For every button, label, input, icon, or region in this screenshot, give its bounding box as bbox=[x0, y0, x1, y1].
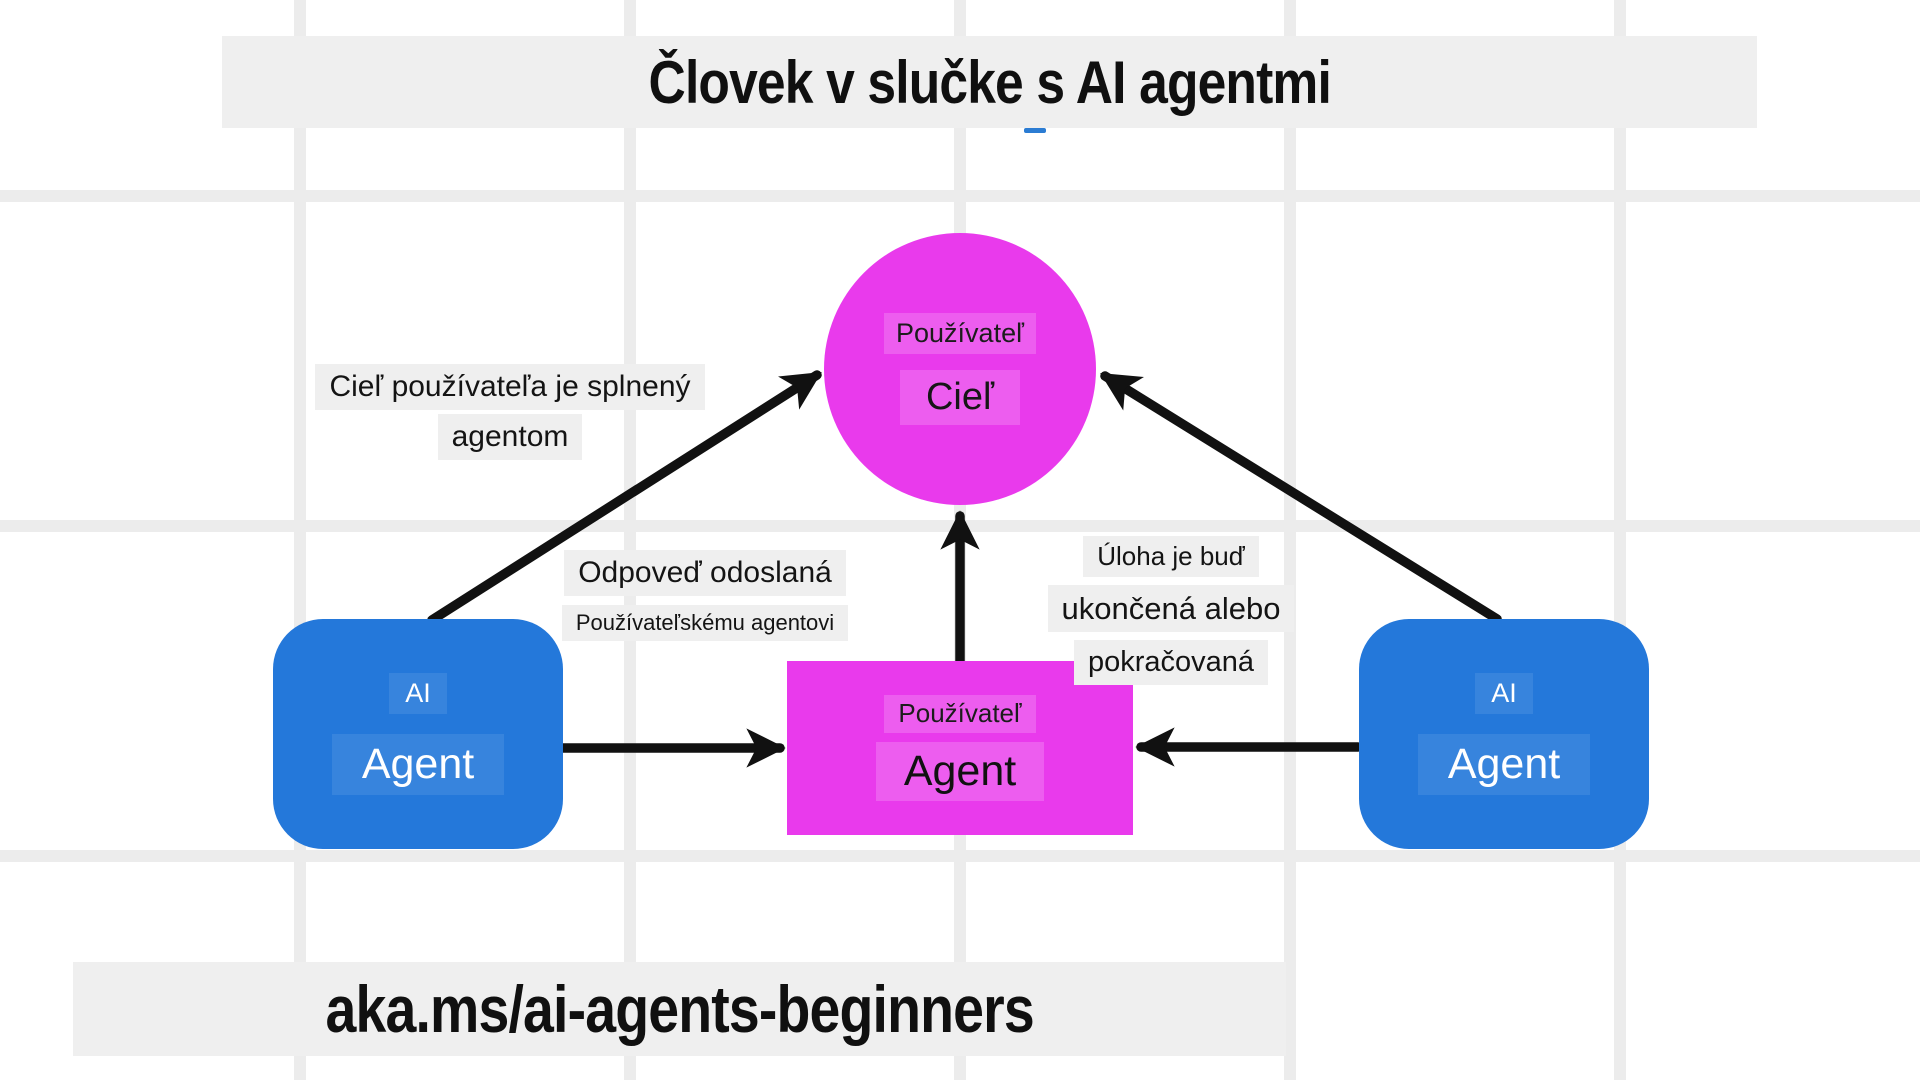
label-goal-fulfilled-line1: Cieľ používateľa je splnený bbox=[315, 364, 705, 410]
ai-agent-left-subtitle: AI bbox=[389, 672, 447, 714]
label-task-status-line1: Úloha je buď bbox=[1083, 536, 1259, 578]
footer-url-bar: aka.ms/ai-agents-beginners bbox=[73, 962, 1286, 1056]
label-response-sent-line2: Používateľskému agentovi bbox=[561, 605, 849, 642]
label-goal-fulfilled: Cieľ používateľa je splnený agentom bbox=[300, 364, 720, 460]
footer-url-text: aka.ms/ai-agents-beginners bbox=[325, 972, 1034, 1046]
user-agent-title: Agent bbox=[875, 741, 1045, 802]
node-user-agent: Používateľ Agent bbox=[787, 661, 1133, 835]
user-goal-title: Cieľ bbox=[899, 369, 1021, 426]
label-task-status-line3: pokračovaná bbox=[1073, 640, 1269, 686]
label-goal-fulfilled-line2: agentom bbox=[437, 414, 583, 460]
user-agent-subtitle: Používateľ bbox=[884, 694, 1036, 733]
ai-agent-left-title: Agent bbox=[331, 733, 505, 796]
label-task-status: Úloha je buď ukončená alebo pokračovaná bbox=[1040, 536, 1302, 686]
user-goal-subtitle: Používateľ bbox=[884, 312, 1036, 354]
page-title: Človek v slučke s AI agentmi bbox=[648, 48, 1331, 116]
label-task-status-line2: ukončená alebo bbox=[1047, 585, 1295, 633]
node-ai-agent-left: AI Agent bbox=[273, 619, 563, 849]
ai-agent-right-title: Agent bbox=[1417, 733, 1591, 796]
node-ai-agent-right: AI Agent bbox=[1359, 619, 1649, 849]
label-response-sent-line1: Odpoveď odoslaná bbox=[564, 550, 846, 596]
blue-underline-mark bbox=[1024, 128, 1046, 133]
node-user-goal-circle: Používateľ Cieľ bbox=[824, 233, 1096, 505]
diagram-title-bar: Človek v slučke s AI agentmi bbox=[222, 36, 1757, 128]
ai-agent-right-subtitle: AI bbox=[1475, 672, 1533, 714]
label-response-sent: Odpoveď odoslaná Používateľskému agentov… bbox=[561, 550, 849, 642]
